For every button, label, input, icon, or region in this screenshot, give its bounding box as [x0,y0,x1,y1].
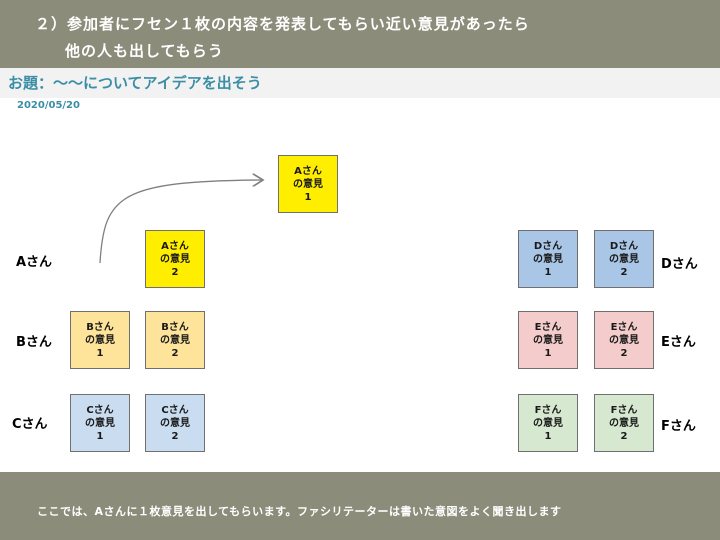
note-name: Cさん [161,404,189,416]
note-label: の意見 [85,334,115,346]
note-label: の意見 [609,334,639,346]
person-label-a: Aさん [16,255,53,270]
note-label: の意見 [160,417,190,429]
note-name: Fさん [534,404,562,416]
note-label: の意見 [533,253,563,265]
header-band [0,0,720,68]
sticky-note-d1[interactable]: Dさん の意見 1 [518,230,578,288]
footer-caption: ここでは、Aさんに１枚意見を出してもらいます。ファシリテーターは書いた意図をよく… [37,505,562,518]
note-number: 2 [620,266,628,278]
sticky-note-c2[interactable]: Cさん の意見 2 [145,394,205,452]
note-label: の意見 [609,253,639,265]
note-number: 1 [304,191,312,203]
header-line-1: ２）参加者にフセン１枚の内容を発表してもらい近い意見があったら [35,15,530,33]
note-label: の意見 [160,334,190,346]
note-name: Aさん [161,240,189,252]
note-number: 2 [620,347,628,359]
note-name: Bさん [161,321,189,333]
note-label: の意見 [533,417,563,429]
topic-date: 2020/05/20 [17,100,80,111]
note-name: Dさん [609,240,639,252]
note-number: 2 [171,266,179,278]
person-label-f: Fさん [661,419,696,434]
topic-title: お題：～～についてアイデアを出そう [8,74,262,92]
note-name: Bさん [86,321,114,333]
note-label: の意見 [160,253,190,265]
note-number: 1 [544,347,552,359]
sticky-note-b2[interactable]: Bさん の意見 2 [145,311,205,369]
note-name: Eさん [534,321,562,333]
footer-band [0,472,720,540]
note-label: の意見 [533,334,563,346]
person-label-d: Dさん [661,257,698,272]
sticky-note-a1[interactable]: Aさん の意見 1 [278,155,338,213]
note-name: Dさん [533,240,563,252]
topic-band [0,68,720,98]
sticky-note-e1[interactable]: Eさん の意見 1 [518,311,578,369]
note-number: 2 [171,347,179,359]
note-name: Aさん [294,165,322,177]
note-label: の意見 [293,178,323,190]
person-label-b: Bさん [16,335,52,350]
note-name: Fさん [610,404,638,416]
note-name: Cさん [86,404,114,416]
header-line-2: 他の人も出してもらう [65,42,224,60]
note-number: 1 [544,266,552,278]
sticky-note-a2[interactable]: Aさん の意見 2 [145,230,205,288]
person-label-e: Eさん [661,335,696,350]
sticky-note-b1[interactable]: Bさん の意見 1 [70,311,130,369]
note-number: 1 [544,430,552,442]
note-label: の意見 [85,417,115,429]
note-number: 2 [620,430,628,442]
sticky-note-c1[interactable]: Cさん の意見 1 [70,394,130,452]
sticky-note-d2[interactable]: Dさん の意見 2 [594,230,654,288]
sticky-note-e2[interactable]: Eさん の意見 2 [594,311,654,369]
note-number: 1 [96,347,104,359]
note-name: Eさん [610,321,638,333]
person-label-c: Cさん [12,417,48,432]
note-number: 1 [96,430,104,442]
sticky-note-f2[interactable]: Fさん の意見 2 [594,394,654,452]
note-number: 2 [171,430,179,442]
note-label: の意見 [609,417,639,429]
sticky-note-f1[interactable]: Fさん の意見 1 [518,394,578,452]
